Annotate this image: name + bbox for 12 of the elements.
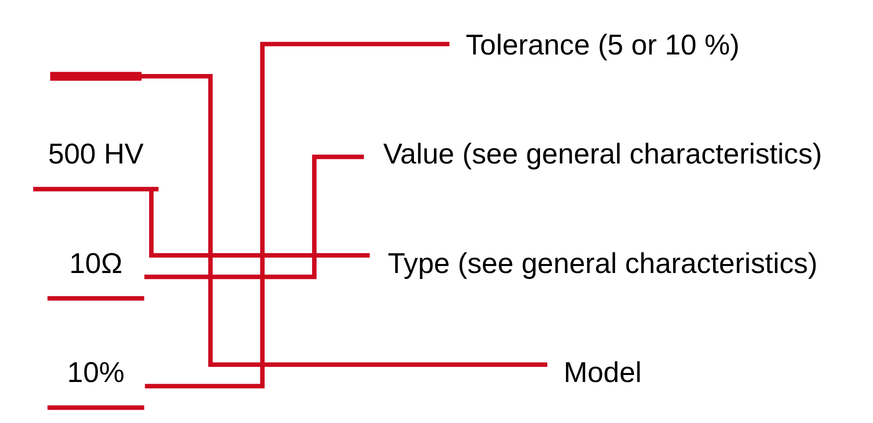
connector	[148, 189, 370, 258]
node-text: Value (see general characteristics)	[382, 138, 822, 171]
node-text: 500 HV	[48, 138, 144, 171]
node-text: 10Ω	[68, 248, 122, 280]
node-text: 10%	[66, 357, 124, 390]
connector	[140, 74, 547, 367]
connector	[144, 42, 449, 388]
node-text: Tolerance (5 or 10 %)	[465, 29, 740, 62]
node-bar	[50, 72, 142, 81]
connector	[144, 154, 364, 280]
node-text: Type (see general characteristics)	[387, 248, 818, 280]
node-text: Model	[563, 357, 642, 390]
